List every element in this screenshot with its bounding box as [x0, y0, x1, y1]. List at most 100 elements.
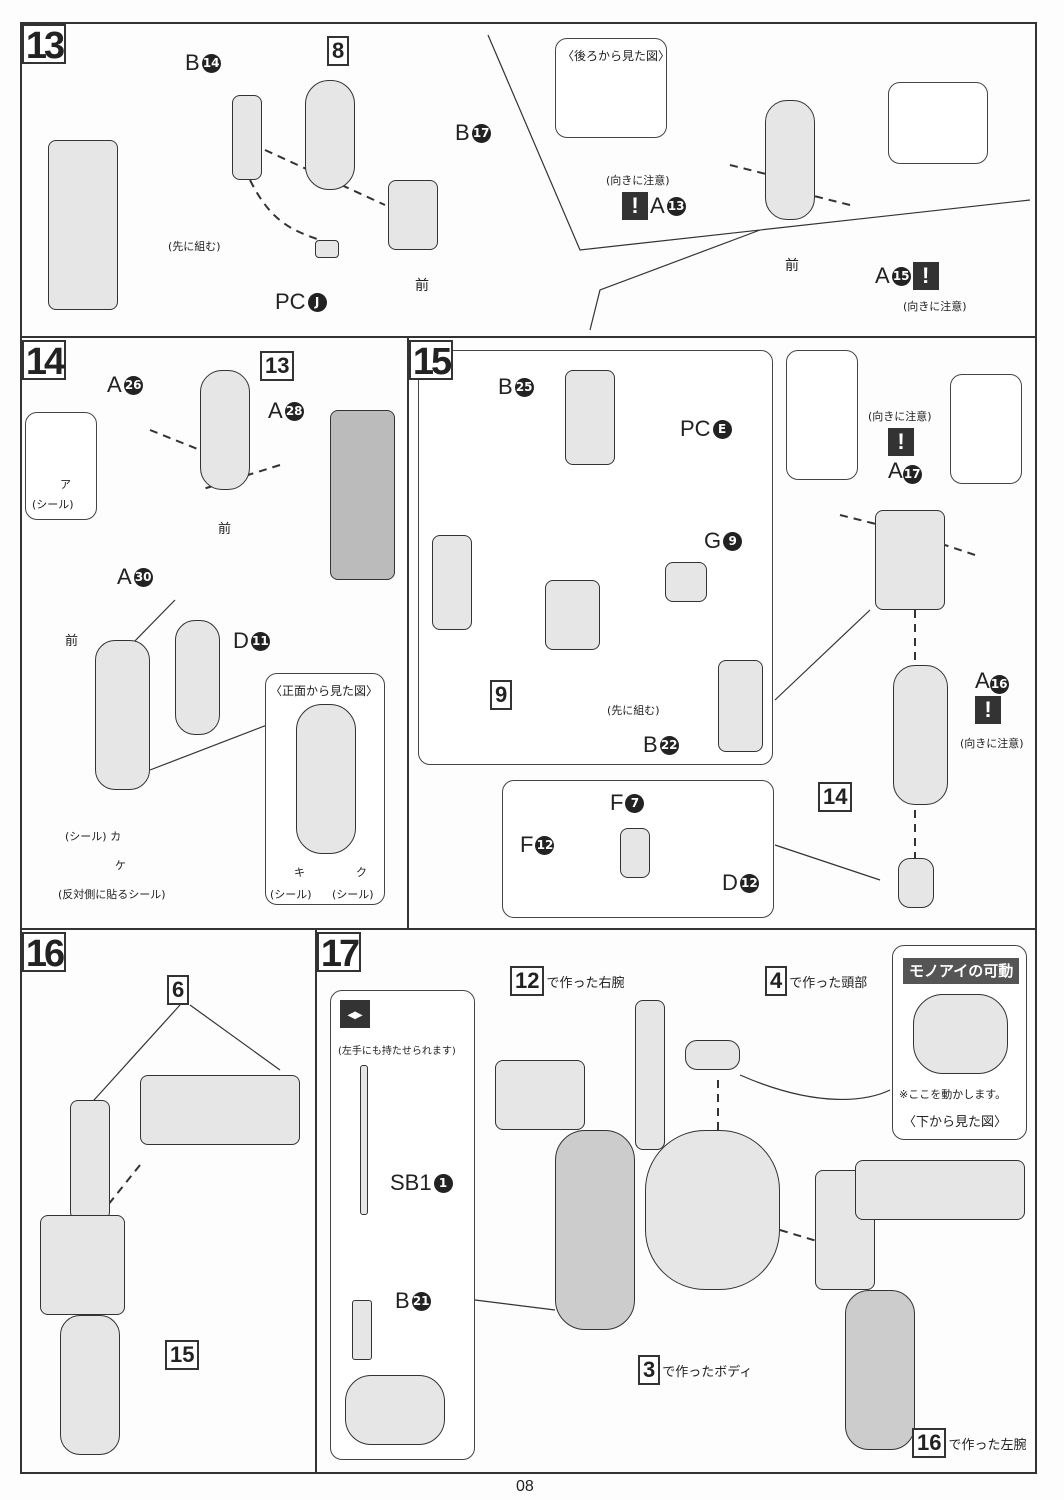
step-number: 15	[409, 340, 453, 382]
step-number: 13	[22, 24, 66, 66]
back-view-label: 〈後ろから見た図〉	[562, 49, 671, 63]
sticker-label: (シール)	[270, 888, 312, 901]
swap-icon: ◂▸	[340, 1000, 370, 1028]
step-17-panel	[315, 928, 1037, 1474]
left-hand-note: (左手にも持たせられます)	[338, 1046, 456, 1057]
front-view-callout: 〈正面から見た図〉 キ ク (シール) (シール)	[265, 673, 385, 905]
body-core-part	[200, 370, 250, 490]
ref-step-13: 13	[260, 351, 295, 381]
body-core-part	[765, 100, 815, 220]
step-13-panel	[20, 22, 1037, 338]
hand-part	[898, 858, 934, 908]
right-arm-part	[635, 1000, 665, 1150]
detail-callout	[786, 350, 858, 480]
shoulder-part	[40, 1215, 125, 1315]
sticker-ku: ク	[356, 866, 367, 879]
warning-icon: !	[888, 428, 914, 456]
monoeye-title: モノアイの可動	[903, 958, 1020, 984]
part-b21	[352, 1300, 372, 1360]
sticker-ki: キ	[294, 866, 305, 879]
body-core-part	[893, 665, 948, 805]
front-view-label: 〈正面から見た図〉	[270, 684, 379, 698]
sticker-a: ア	[60, 478, 71, 491]
shoulder-armor-part	[140, 1075, 300, 1145]
label-a16: A16!	[975, 668, 1009, 724]
part-b25	[565, 370, 615, 465]
ref-step-6: 6	[167, 975, 190, 1005]
arm-part	[70, 1100, 110, 1220]
poly-cap-j	[315, 240, 339, 258]
ref-step-9: 9	[490, 680, 513, 710]
right-arm-shoulder-part	[495, 1060, 585, 1130]
ref-step-14: 14	[818, 782, 853, 812]
hand-part	[620, 828, 650, 878]
weapon-rod-part	[360, 1065, 368, 1215]
caution-note: (向きに注意)	[960, 737, 1024, 750]
caution-note: (向きに注意)	[606, 174, 670, 187]
part-b17	[388, 180, 438, 250]
warning-icon: !	[975, 696, 1001, 724]
head-underside-illustration	[913, 994, 1008, 1074]
left-shoulder-armor-part	[855, 1160, 1025, 1220]
body-part	[645, 1130, 780, 1290]
page-number: 08	[516, 1478, 534, 1495]
front-indicator: 前	[65, 634, 79, 649]
left-arm-part	[845, 1290, 915, 1450]
arm-part	[60, 1315, 120, 1455]
warning-icon: !	[622, 192, 648, 220]
sticker-label: (シール)	[332, 888, 374, 901]
part-b22	[718, 660, 763, 752]
pre-assemble-note: (先に組む)	[168, 240, 221, 253]
front-indicator: 前	[785, 258, 799, 274]
sticker-ke: ケ	[115, 859, 126, 872]
pre-assemble-note: (先に組む)	[607, 704, 660, 717]
ref-step-8: 8	[327, 36, 350, 66]
ref-step-15: 15	[165, 1340, 200, 1370]
sticker-label: (シール)	[32, 498, 74, 511]
opposite-side-sticker-note: (反対側に貼るシール)	[58, 888, 166, 901]
body-core-part	[95, 640, 150, 790]
detail-callout	[888, 82, 988, 164]
bottom-view-label: 〈下から見た図〉	[903, 1115, 1008, 1130]
torso-part-illustration	[330, 410, 395, 580]
monoeye-callout: モノアイの可動 ※ここを動かします。 〈下から見た図〉	[892, 945, 1027, 1140]
back-view-callout: 〈後ろから見た図〉	[555, 38, 671, 138]
monoeye-note: ※ここを動かします。	[899, 1088, 1007, 1101]
label-a17: !A17	[888, 428, 922, 484]
right-arm-part	[555, 1130, 635, 1330]
head-part	[685, 1040, 740, 1070]
part-d11	[175, 620, 220, 735]
hand-part	[345, 1375, 445, 1445]
part-frame	[432, 535, 472, 630]
warning-icon: !	[912, 262, 939, 290]
sticker-callout	[25, 412, 97, 520]
step-9-part	[545, 580, 600, 650]
front-armor-part	[296, 704, 356, 854]
torso-part-illustration	[48, 140, 118, 310]
sticker-ka: (シール) カ	[65, 830, 122, 843]
step-number: 14	[22, 340, 66, 382]
front-indicator: 前	[218, 522, 232, 537]
step-number: 16	[22, 932, 66, 974]
hip-block-part	[875, 510, 945, 610]
